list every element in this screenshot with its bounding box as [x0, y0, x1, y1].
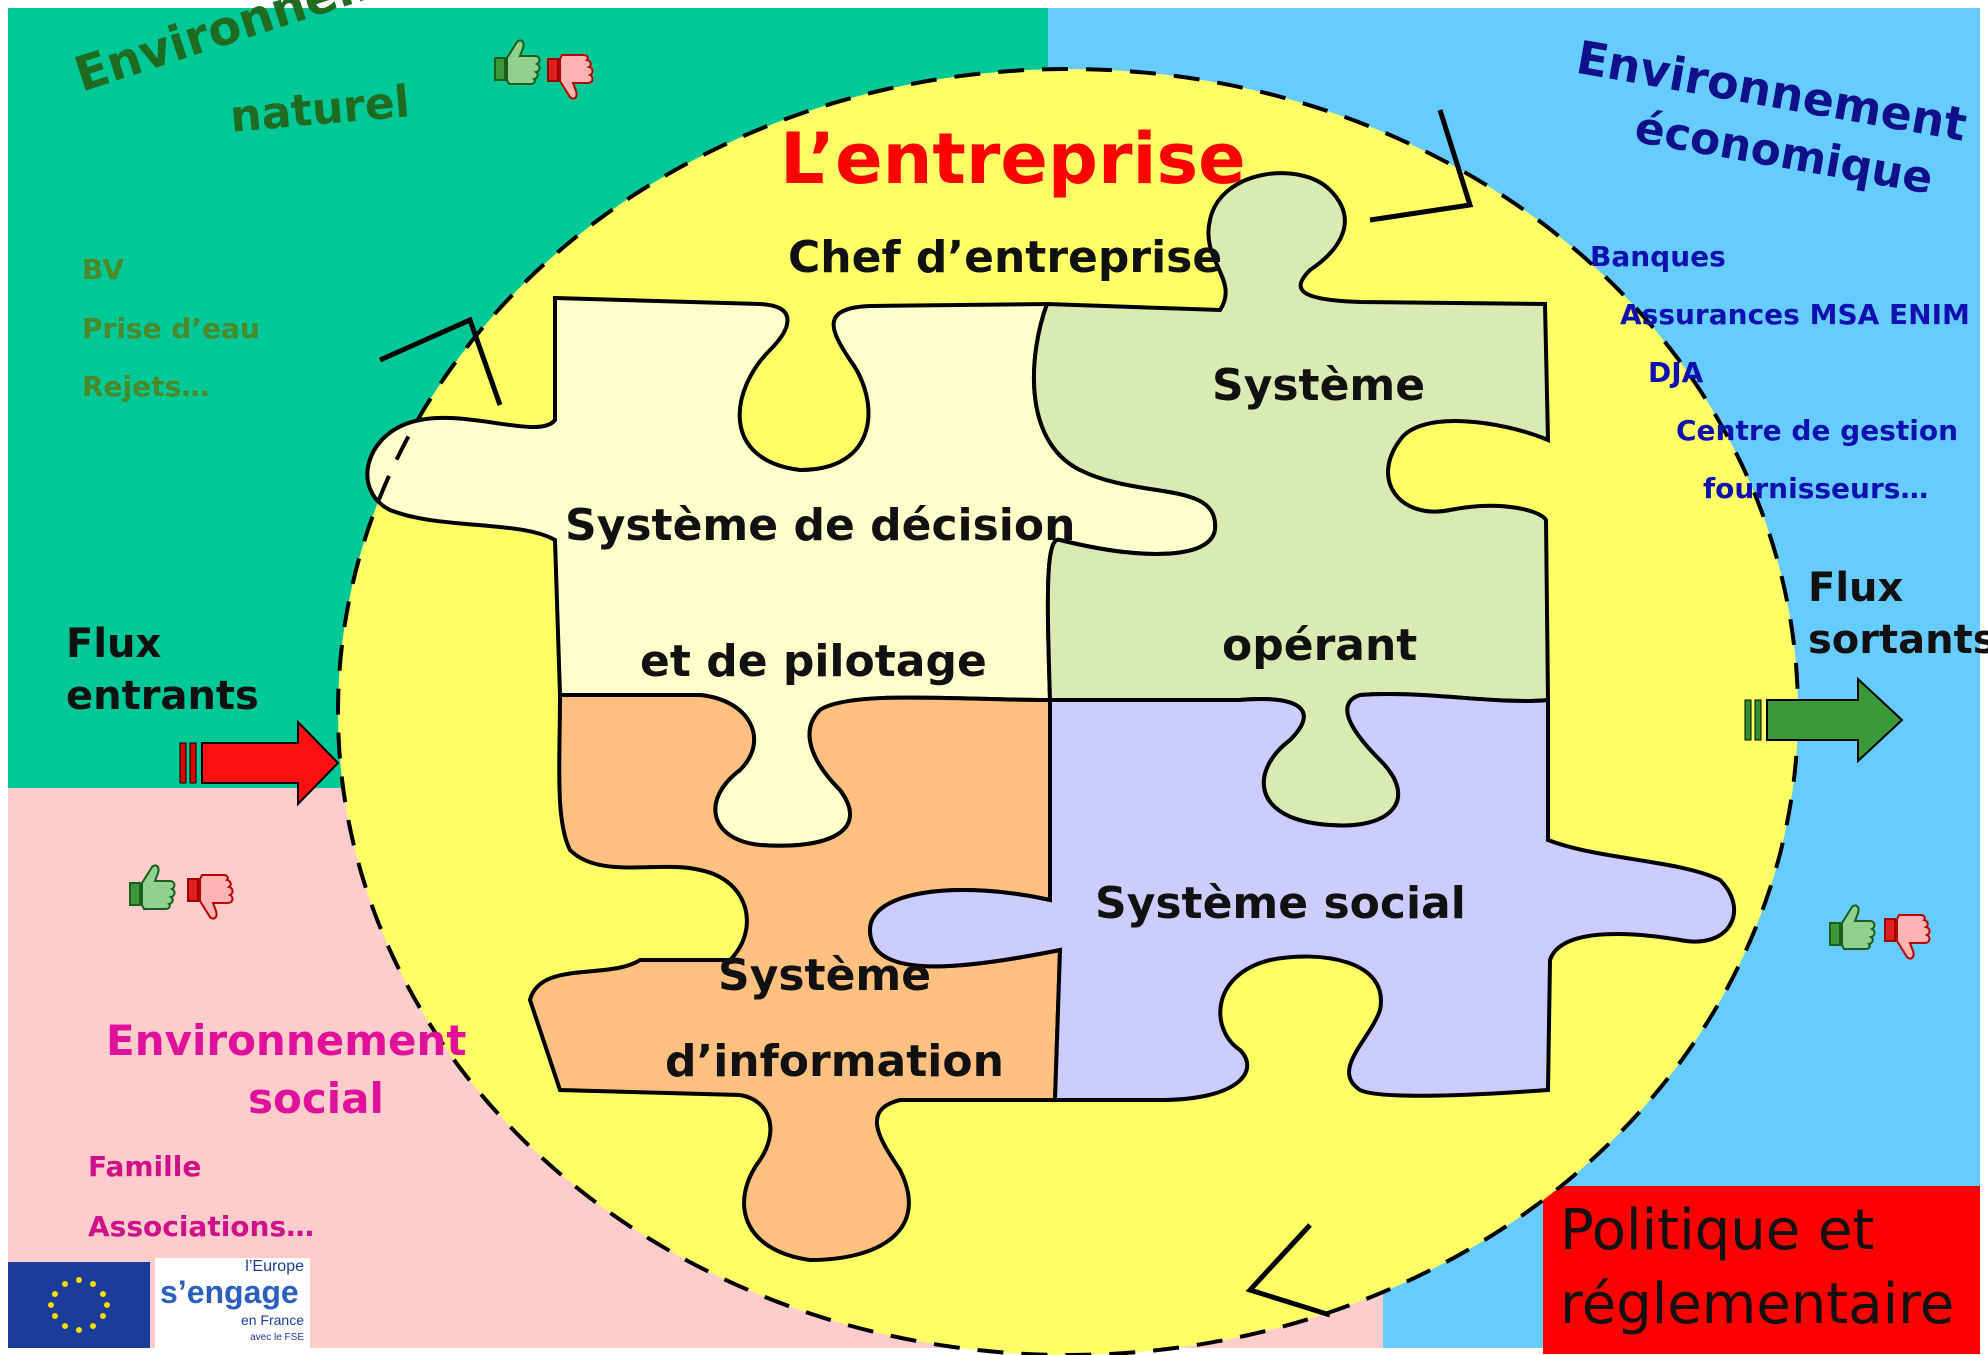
europe-logo-line4: avec le FSE — [250, 1332, 304, 1343]
chef-label: Chef d’entreprise — [788, 232, 1223, 283]
enterprise-title: L’entreprise — [780, 118, 1246, 200]
europe-engage-logo: l’Europe s’engage en France avec le FSE — [160, 1258, 310, 1350]
arc-arrow-left — [378, 316, 503, 406]
economique-item: fournisseurs… — [1703, 472, 1929, 505]
flux-in-arrow — [179, 719, 340, 807]
social-item: Associations… — [88, 1210, 315, 1243]
europe-logo-line2: s’engage — [160, 1274, 299, 1310]
europe-logo-line3: en France — [240, 1312, 304, 1328]
flux-out-line1: Flux — [1808, 565, 1904, 611]
social-label: Système social — [1095, 878, 1466, 929]
naturel-item: Rejets… — [82, 370, 210, 403]
flux-in-line2: entrants — [66, 673, 259, 719]
eu-flag-icon — [8, 1262, 150, 1348]
flux-in-label: Flux entrants — [66, 618, 259, 722]
piece-social — [867, 691, 1737, 1102]
decision-label-line2: et de pilotage — [640, 636, 987, 687]
zone-politique-bg — [1543, 1186, 1980, 1354]
flux-in-line1: Flux — [66, 621, 162, 667]
economique-item: DJA — [1648, 356, 1704, 389]
flux-out-label: Flux sortants — [1808, 562, 1988, 666]
economique-item: Centre de gestion — [1676, 414, 1959, 447]
europe-logo-line1: l’Europe — [245, 1258, 304, 1275]
economique-item: Assurances MSA ENIM — [1620, 298, 1970, 331]
operant-label-line2: opérant — [1222, 620, 1418, 671]
operant-label-line1: Système — [1212, 360, 1426, 411]
arc-arrow-bottom — [1245, 1223, 1331, 1318]
decision-label-line1: Système de décision — [565, 500, 1076, 551]
economique-item: Banques — [1590, 240, 1726, 273]
politique-line1: Politique et — [1560, 1198, 1875, 1263]
naturel-item: BV — [82, 253, 124, 286]
flux-out-line2: sortants — [1808, 617, 1988, 663]
flux-out-arrow — [1744, 676, 1904, 764]
social-item: Famille — [88, 1150, 202, 1183]
social-title-line1: Environnement — [106, 1016, 467, 1065]
information-label-line2: d’information — [665, 1036, 1004, 1087]
naturel-item: Prise d’eau — [82, 312, 260, 345]
social-title-line2: social — [248, 1074, 384, 1123]
arc-arrow-right — [1369, 109, 1474, 223]
europe-logo-bg — [155, 1258, 310, 1350]
information-label-line1: Système — [718, 950, 932, 1001]
piece-information — [527, 693, 1063, 1263]
politique-line2: réglementaire — [1560, 1272, 1955, 1337]
